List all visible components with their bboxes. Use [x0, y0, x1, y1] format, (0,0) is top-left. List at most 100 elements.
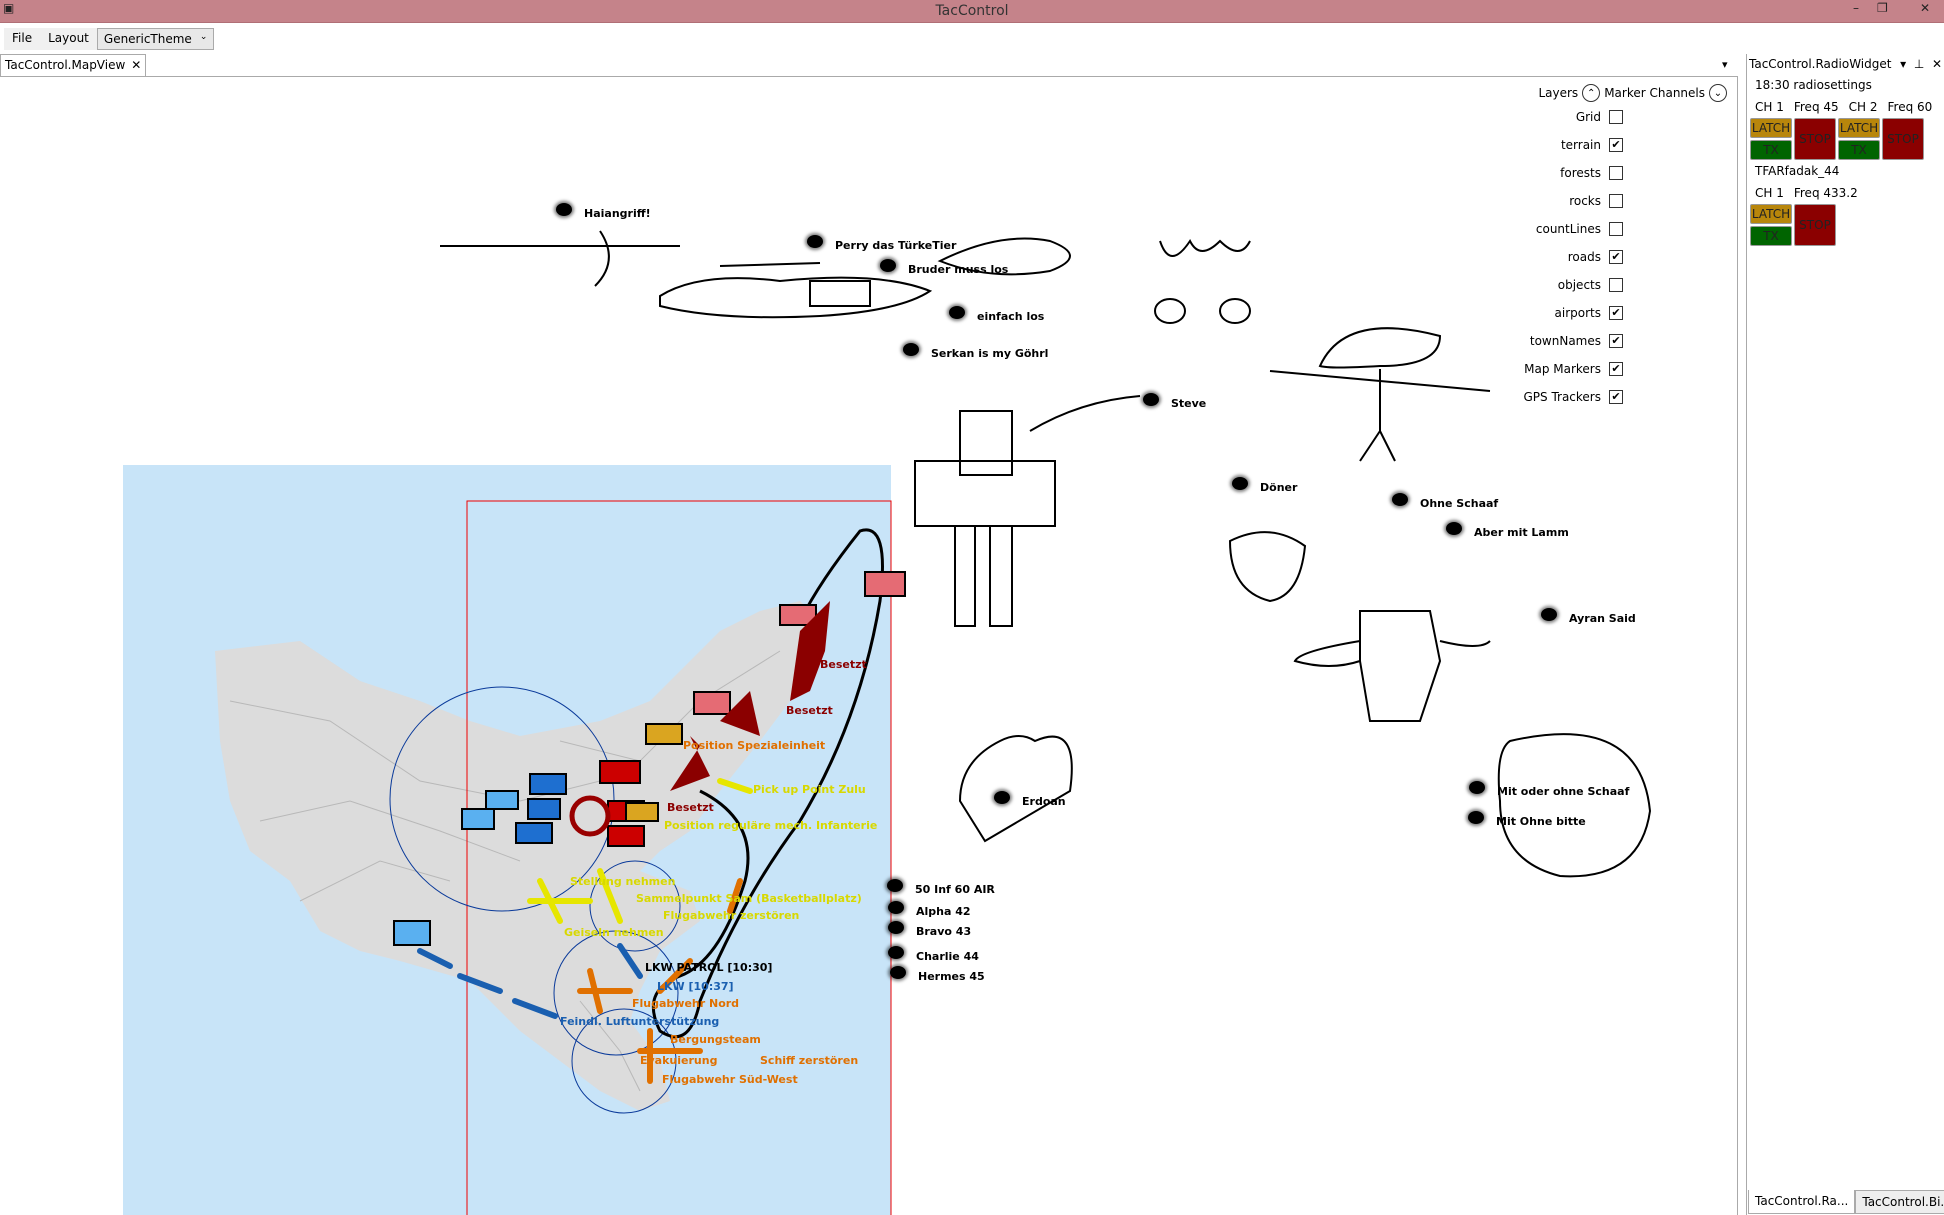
layer-checkbox[interactable]: ✔: [1609, 306, 1623, 320]
map-label: Position Spezialeinheit: [683, 739, 826, 752]
map-label: Besetzt: [786, 704, 833, 717]
menu-bar: File Layout GenericTheme⌄: [4, 28, 215, 50]
marker-dot[interactable]: [1469, 781, 1485, 794]
hostile-arrows: [670, 601, 830, 791]
layer-label: objects: [1557, 278, 1601, 292]
layer-checkbox[interactable]: ✔: [1609, 138, 1623, 152]
map-view[interactable]: Layers ⌃ Marker Channels ⌄ Grid terrain ✔ f…: [0, 76, 1738, 1215]
marker-label: Döner: [1260, 481, 1298, 494]
layer-objects[interactable]: objects: [1467, 271, 1727, 299]
theme-dropdown[interactable]: GenericTheme⌄: [96, 28, 215, 50]
layer-countlines[interactable]: countLines: [1467, 215, 1727, 243]
latch-button[interactable]: LATCH: [1838, 118, 1880, 138]
app-icon: ▣: [3, 1, 15, 15]
map-label: Besetzt: [667, 801, 714, 814]
layer-checkbox[interactable]: ✔: [1609, 362, 1623, 376]
marker-dot[interactable]: [1232, 477, 1248, 490]
layers-panel: Layers ⌃ Marker Channels ⌄ Grid terrain ✔ f…: [1467, 83, 1727, 411]
layer-grid[interactable]: Grid: [1467, 103, 1727, 131]
pin-icon[interactable]: ⊥: [1913, 57, 1925, 71]
layer-checkbox[interactable]: [1609, 166, 1623, 180]
layer-checkbox[interactable]: [1609, 222, 1623, 236]
menu-layout[interactable]: Layout: [48, 31, 89, 45]
layer-checkbox[interactable]: [1609, 110, 1623, 124]
marker-label: Bruder muss los: [908, 263, 1009, 276]
marker-label: Ohne Schaaf: [1420, 497, 1499, 510]
marker-label: 50 Inf 60 AIR: [915, 883, 995, 896]
marker-dot[interactable]: [994, 791, 1010, 804]
tx-button[interactable]: TX: [1750, 226, 1792, 246]
layer-townnames[interactable]: townNames✔: [1467, 327, 1727, 355]
marker-dot[interactable]: [903, 343, 919, 356]
marker-label: Haiangriff!: [584, 207, 651, 220]
layer-checkbox[interactable]: ✔: [1609, 390, 1623, 404]
radio-status: 18:30 radiosettings: [1755, 78, 1872, 92]
map-label: Geiseln nehmen: [564, 926, 664, 939]
menu-file[interactable]: File: [12, 31, 33, 45]
layers-label: Layers: [1538, 86, 1579, 100]
tab-label: TacControl.MapView: [5, 58, 126, 72]
tab-mapview[interactable]: TacControl.MapView ✕: [0, 54, 147, 77]
marker-channels-label: Marker Channels: [1604, 86, 1705, 100]
marker-dot[interactable]: [807, 235, 823, 248]
marker-dot[interactable]: [556, 203, 572, 216]
layer-checkbox[interactable]: [1609, 278, 1623, 292]
minimize-button[interactable]: –: [1853, 1, 1859, 15]
close-button[interactable]: ✕: [1920, 1, 1931, 15]
chevron-down-icon[interactable]: ⌄: [1709, 84, 1727, 102]
layer-checkbox[interactable]: ✔: [1609, 250, 1623, 264]
bottom-tabs: TacControl.Ra... TacControl.Bi...: [1748, 1190, 1944, 1214]
marker-label: Bravo 43: [916, 925, 972, 938]
close-icon[interactable]: ✕: [1931, 57, 1942, 71]
marker-dot[interactable]: [1143, 393, 1159, 406]
marker-dot[interactable]: [880, 259, 896, 272]
stop-button[interactable]: STOP: [1794, 118, 1836, 160]
marker-label: Charlie 44: [916, 950, 979, 963]
marker-dot[interactable]: [949, 306, 965, 319]
latch-button[interactable]: LATCH: [1750, 118, 1792, 138]
chevron-up-icon[interactable]: ⌃: [1582, 84, 1601, 102]
marker-dot[interactable]: [887, 879, 903, 892]
map-label: Sammelpunkt Sam (Basketballplatz): [636, 892, 862, 905]
tab-bi[interactable]: TacControl.Bi...: [1855, 1190, 1944, 1214]
layer-rocks[interactable]: rocks: [1467, 187, 1727, 215]
layer-checkbox[interactable]: [1609, 194, 1623, 208]
marker-dot[interactable]: [1446, 522, 1462, 535]
latch-button[interactable]: LATCH: [1750, 204, 1792, 224]
layer-airports[interactable]: airports ✔: [1467, 299, 1727, 327]
layer-label: terrain: [1560, 138, 1601, 152]
tx-button[interactable]: TX: [1750, 140, 1792, 160]
frequency-label: Freq 60: [1887, 100, 1933, 114]
marker-dot[interactable]: [888, 946, 904, 959]
marker-label: Steve: [1171, 397, 1207, 410]
layer-forests[interactable]: forests: [1467, 159, 1727, 187]
close-icon[interactable]: ✕: [131, 58, 142, 72]
marker-label: Alpha 42: [916, 905, 971, 918]
layer-gps-trackers[interactable]: GPS Trackers✔: [1467, 383, 1727, 411]
map-label: Besetzt: [820, 658, 867, 671]
dropdown-icon[interactable]: ▾: [1900, 57, 1907, 71]
stop-button[interactable]: STOP: [1794, 204, 1836, 246]
map-label: Schiff zerstören: [760, 1054, 859, 1067]
marker-dot[interactable]: [1468, 811, 1484, 824]
marker-dot[interactable]: [890, 966, 906, 979]
layer-label: forests: [1560, 166, 1601, 180]
layer-label: airports: [1554, 306, 1601, 320]
marker-dot[interactable]: [888, 901, 904, 914]
marker-dot[interactable]: [1541, 608, 1557, 621]
tx-button[interactable]: TX: [1838, 140, 1880, 160]
marker-label: Erdoan: [1022, 795, 1066, 808]
layer-terrain[interactable]: terrain ✔: [1467, 131, 1727, 159]
marker-dot[interactable]: [1392, 493, 1408, 506]
marker-dot[interactable]: [888, 921, 904, 934]
tab-overflow-icon[interactable]: ▾: [1722, 58, 1728, 71]
layer-label: Map Markers: [1524, 362, 1601, 376]
stop-button[interactable]: STOP: [1882, 118, 1924, 160]
layer-map-markers[interactable]: Map Markers ✔: [1467, 355, 1727, 383]
layer-roads[interactable]: roads✔: [1467, 243, 1727, 271]
maximize-button[interactable]: ❐: [1877, 1, 1888, 15]
tab-radio-widget[interactable]: TacControl.Ra...: [1748, 1190, 1856, 1214]
layer-checkbox[interactable]: ✔: [1609, 334, 1623, 348]
map-label: Feindl. Luftunterstützung: [560, 1015, 720, 1028]
